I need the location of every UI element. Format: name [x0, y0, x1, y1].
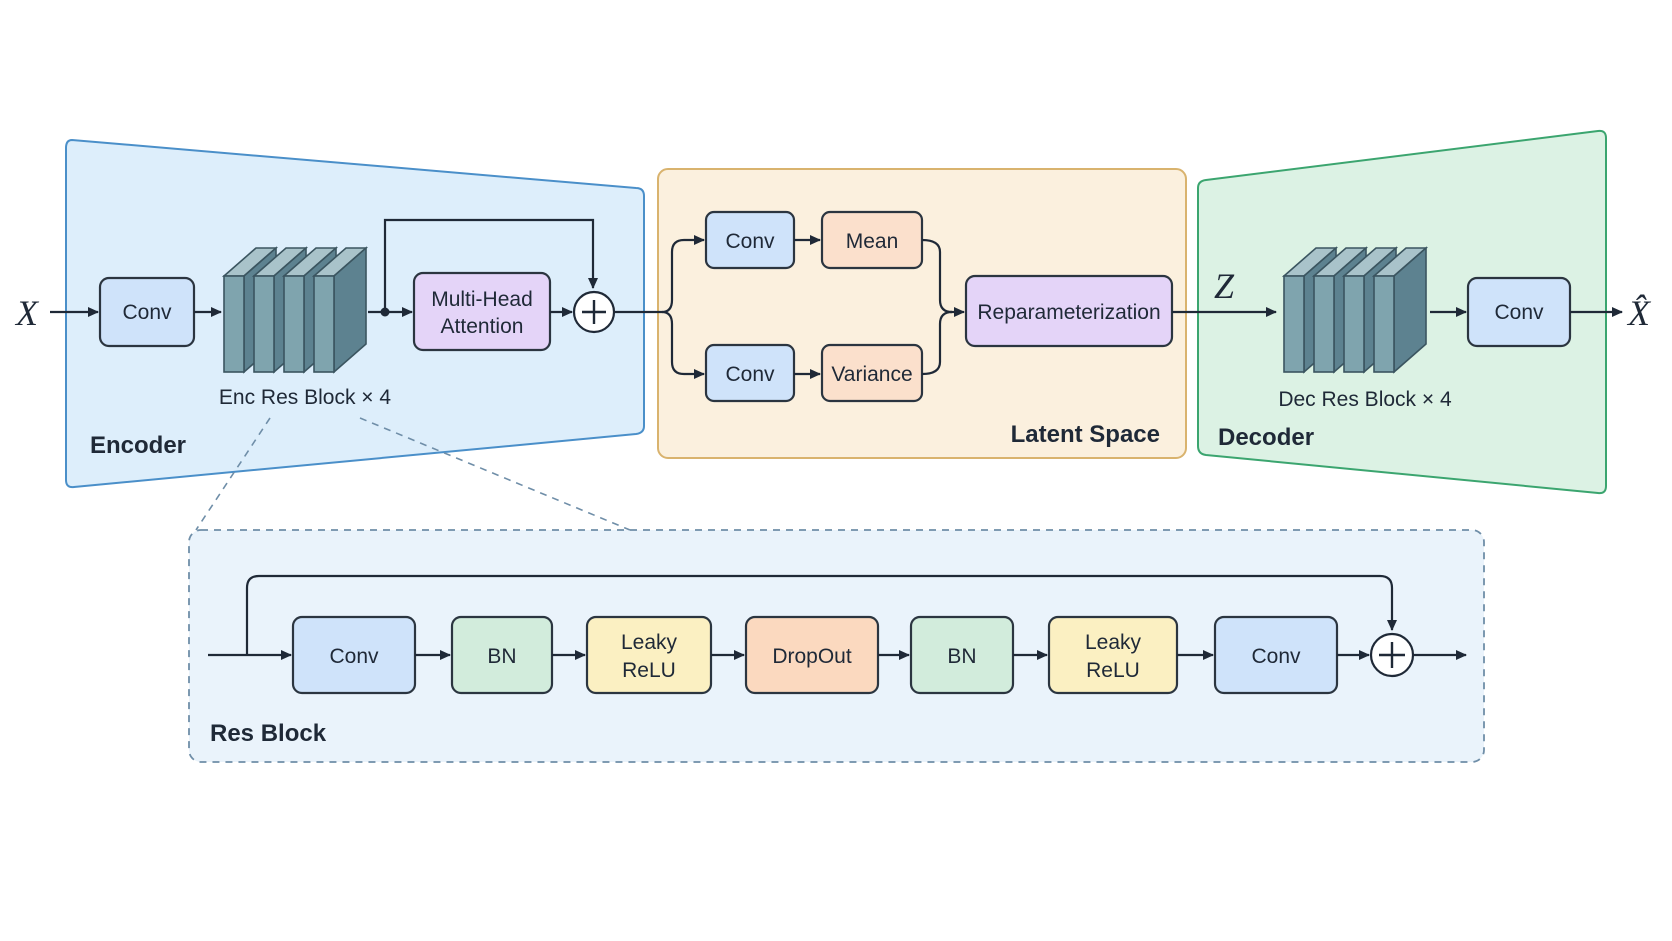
reparameterization-label: Reparameterization — [977, 301, 1160, 324]
variance-box: Variance — [820, 343, 924, 403]
encoder-conv-box: Conv — [98, 276, 196, 348]
zoom-callout-line-right — [359, 417, 631, 531]
enc-res-block-slab-4 — [311, 246, 369, 374]
encoder-add-node — [572, 290, 616, 334]
dec-res-block-label: Dec Res Block × 4 — [1278, 388, 1452, 411]
decoder-conv-box: Conv — [1466, 276, 1572, 348]
enc-res-block-stack — [221, 246, 369, 374]
split-to-conv-top — [661, 235, 705, 314]
output-x-hat-symbol: X̂ — [1626, 293, 1652, 333]
res-step-3-label-line2: ReLU — [622, 659, 676, 682]
split-to-conv-bottom — [661, 310, 705, 379]
res-step-7-label: Conv — [1251, 645, 1301, 668]
res-step-5-label: BN — [947, 645, 976, 668]
res-step-2-label: BN — [487, 645, 516, 668]
res-block-add-node — [1369, 632, 1415, 678]
enc-res-block-slab-1 — [221, 246, 279, 374]
reparameterization-box: Reparameterization — [964, 274, 1174, 348]
res-step-1-box: Conv — [291, 615, 417, 695]
variance-label: Variance — [831, 363, 912, 386]
res-step-5-box: BN — [909, 615, 1015, 695]
mean-label: Mean — [846, 230, 899, 253]
latent-conv-bottom-box: Conv — [704, 343, 796, 403]
res-step-6-label-line1: Leaky — [1085, 631, 1142, 654]
merge-mean — [921, 238, 953, 314]
decoder-title: Decoder — [1218, 424, 1314, 451]
res-step-4-label: DropOut — [772, 645, 852, 668]
enc-res-block-label: Enc Res Block × 4 — [219, 386, 391, 409]
encoder-conv-label: Conv — [122, 301, 172, 324]
attention-label-line1: Multi-Head — [431, 288, 533, 311]
res-block-title: Res Block — [210, 720, 327, 747]
encoder-title: Encoder — [90, 432, 186, 459]
mean-box: Mean — [820, 210, 924, 270]
zoom-callout-line-left — [195, 417, 271, 531]
dec-res-block-slab-4 — [1371, 246, 1429, 374]
res-step-2-box: BN — [450, 615, 554, 695]
res-step-3-label-line1: Leaky — [621, 631, 678, 654]
latent-conv-bottom-label: Conv — [725, 363, 775, 386]
latent-space-title: Latent Space — [1011, 421, 1160, 448]
res-block-skip-connection — [245, 574, 1397, 655]
merge-variance — [921, 310, 953, 376]
latent-conv-top-label: Conv — [725, 230, 775, 253]
attention-skip-connection — [383, 218, 598, 312]
res-step-6-label-line2: ReLU — [1086, 659, 1140, 682]
latent-conv-top-box: Conv — [704, 210, 796, 270]
res-step-4-box: DropOut — [744, 615, 880, 695]
latent-z-symbol: Z — [1214, 266, 1235, 306]
multi-head-attention-box: Multi-Head Attention — [412, 271, 552, 352]
attention-label-line2: Attention — [441, 315, 524, 338]
res-step-1-label: Conv — [329, 645, 379, 668]
decoder-conv-label: Conv — [1494, 301, 1544, 324]
input-x-symbol: X — [14, 293, 40, 333]
dec-res-block-stack — [1281, 246, 1429, 374]
res-step-7-box: Conv — [1213, 615, 1339, 695]
